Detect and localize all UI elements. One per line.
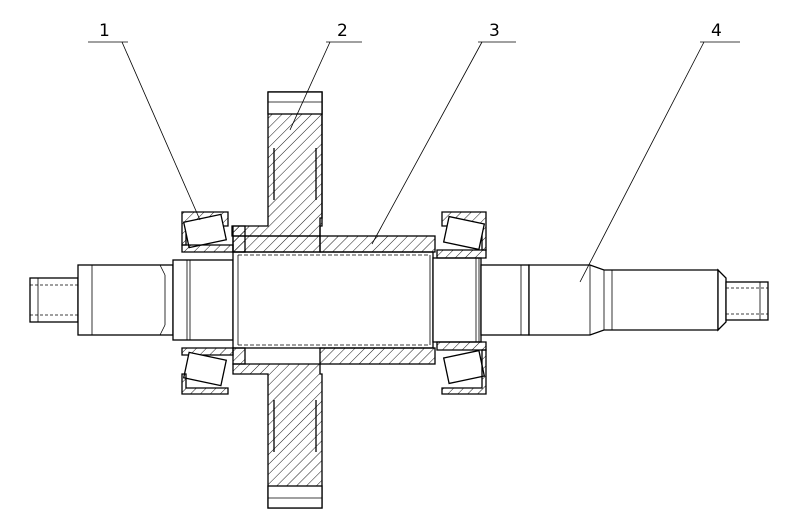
- bearing-left-bottom: [181, 347, 234, 395]
- bearing-right-top: [436, 211, 487, 259]
- bearing-left-top: [181, 211, 234, 253]
- label-2: 2: [337, 21, 348, 41]
- label-4: 4: [711, 21, 722, 41]
- bearing-right-bottom: [436, 341, 487, 395]
- gear: [231, 91, 323, 509]
- shaft: [29, 251, 769, 349]
- label-1: 1: [99, 21, 110, 41]
- label-3: 3: [489, 21, 500, 41]
- leader-lines: [88, 41, 740, 283]
